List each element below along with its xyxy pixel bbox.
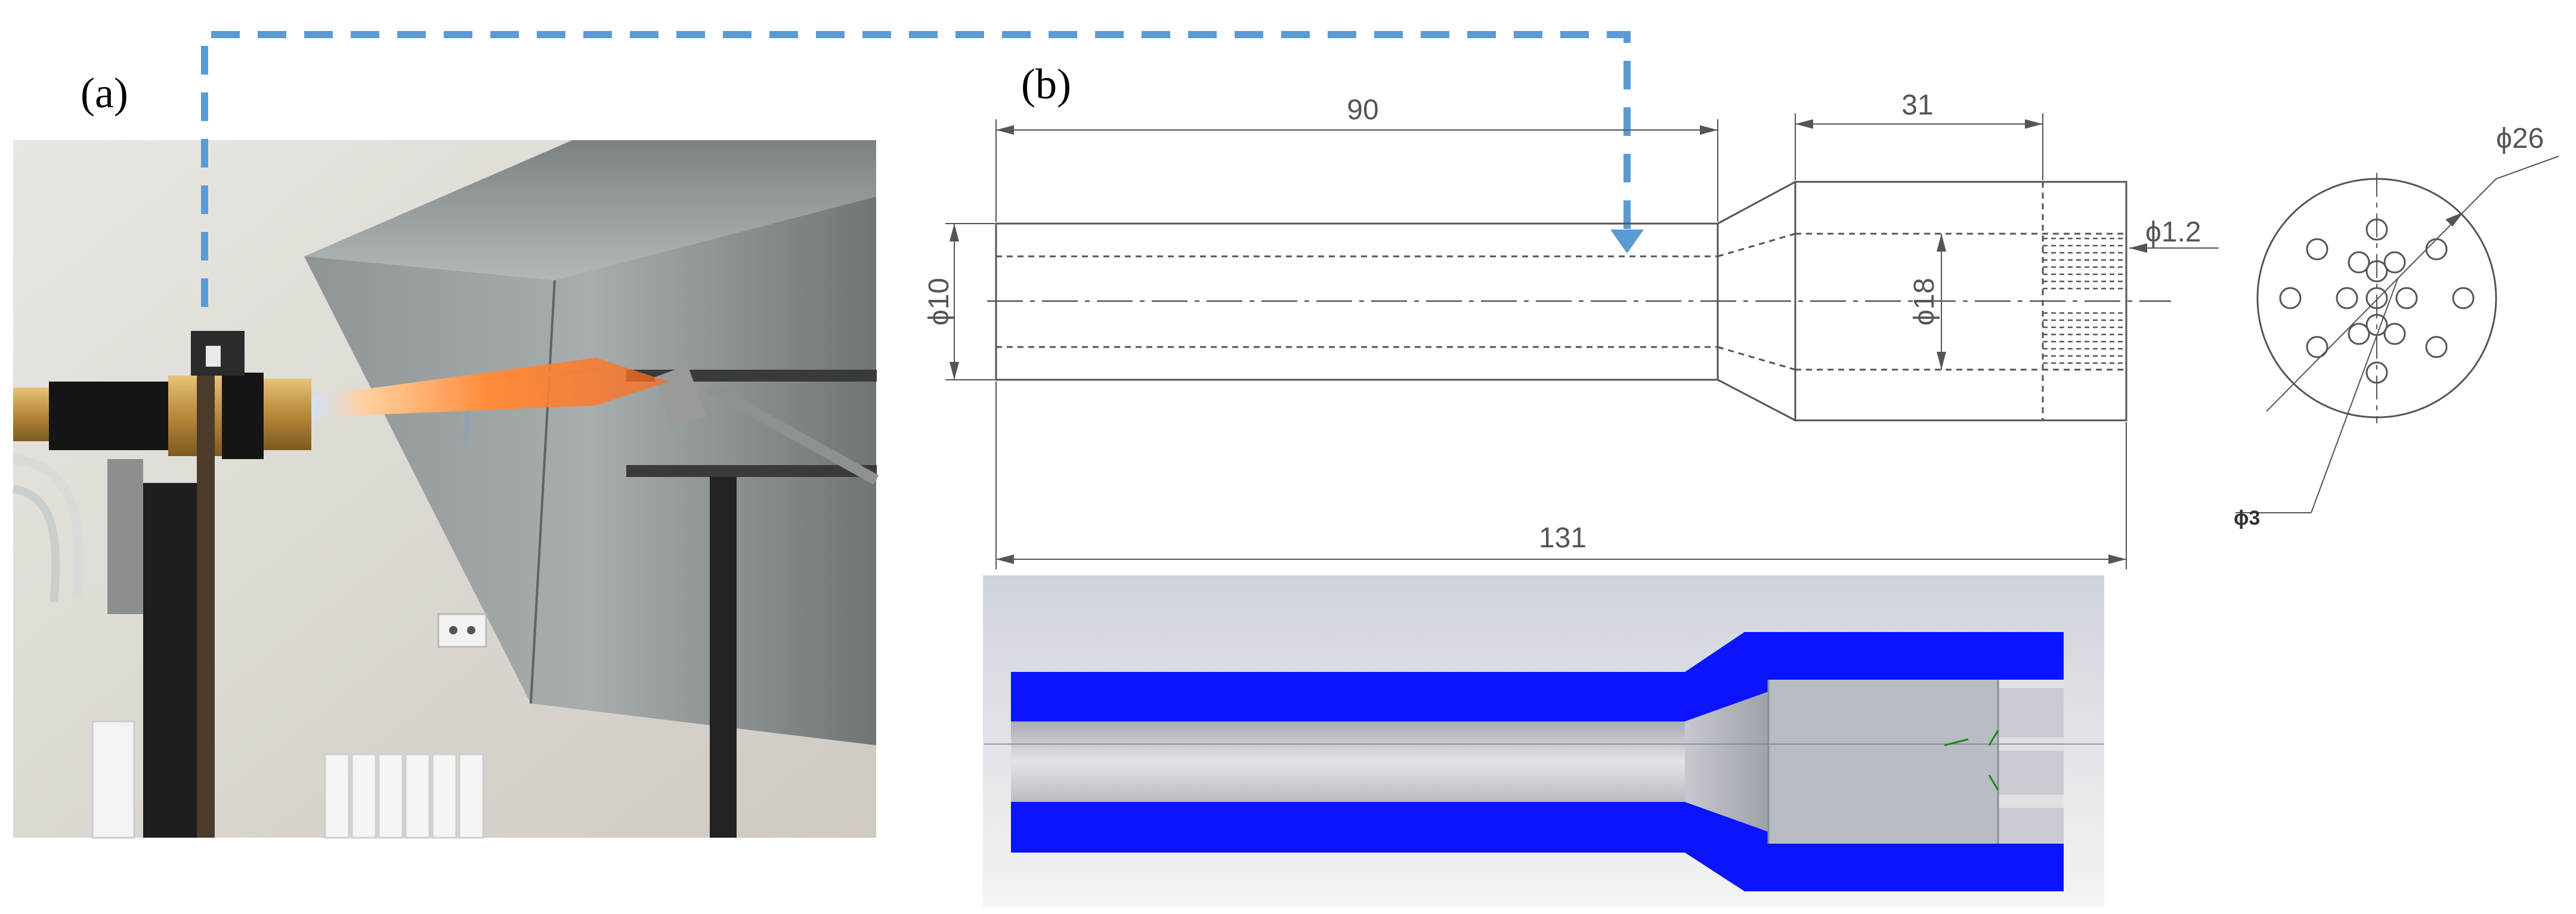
dimension-diameter-26: ϕ26 <box>2496 123 2544 154</box>
engineering-drawing <box>945 113 2559 569</box>
dimension-diameter-10: ϕ10 <box>923 278 955 326</box>
cad-axis-triad-icon <box>1944 730 1999 791</box>
dimension-diameter-18: ϕ18 <box>1909 278 1940 326</box>
dimension-diameter-1-2: ϕ1.2 <box>2145 216 2201 248</box>
cad-section-view <box>983 575 2104 906</box>
dimension-90: 90 <box>1347 94 1378 126</box>
dimension-131: 131 <box>1539 522 1587 554</box>
panel-label-b: (b) <box>1021 60 1071 108</box>
panel-label-a: (a) <box>81 69 128 117</box>
dimension-diameter-3: ϕ3 <box>2234 507 2260 529</box>
panel-a-photo <box>12 140 879 839</box>
dashed-arrow-down-icon <box>1610 230 1644 253</box>
dimension-31: 31 <box>1901 89 1933 121</box>
connector-arrow <box>201 31 1644 307</box>
